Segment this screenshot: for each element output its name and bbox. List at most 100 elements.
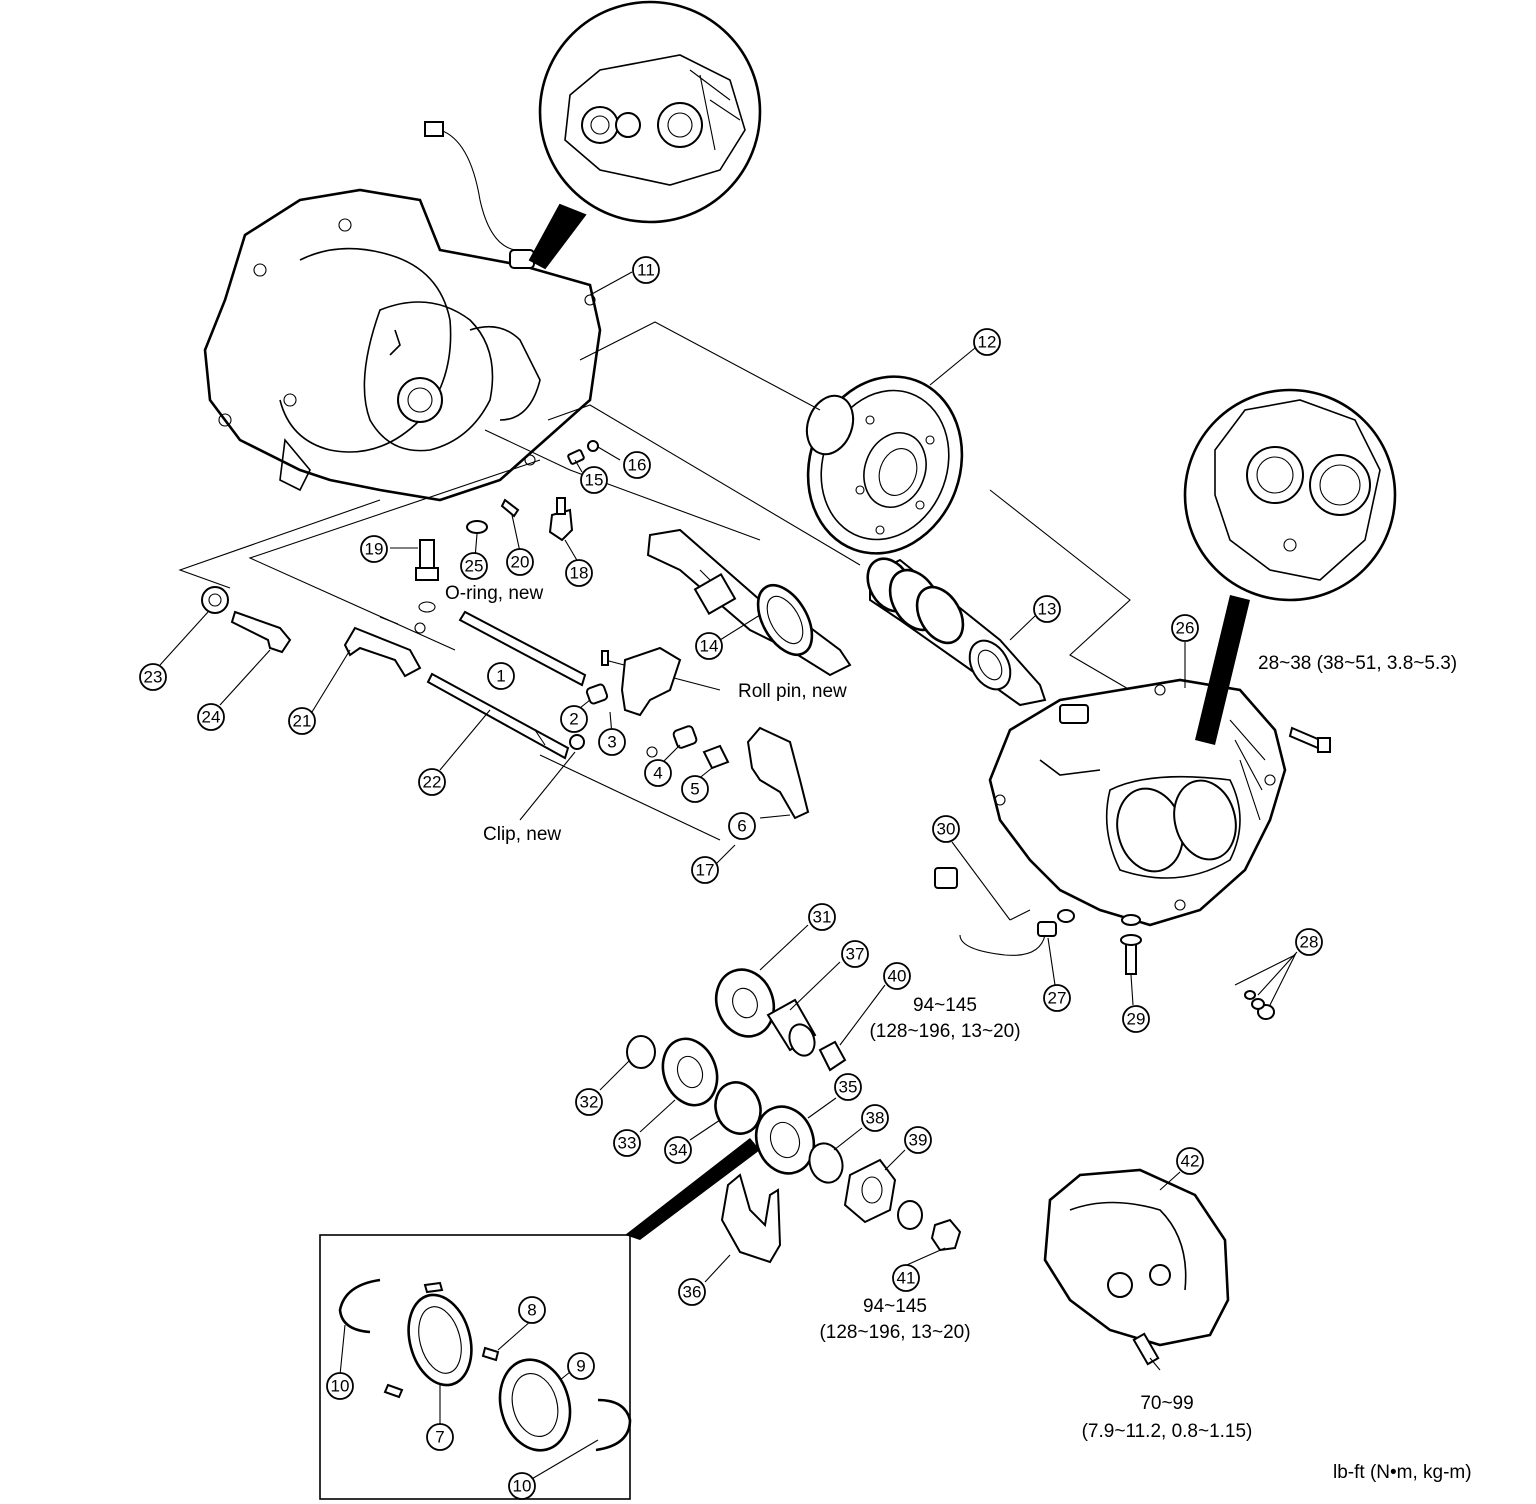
callout-number: 14 <box>700 637 719 656</box>
leader-lines <box>159 271 1298 1481</box>
callout-13: 13 <box>1033 595 1061 623</box>
callout-number: 8 <box>527 1301 536 1320</box>
callout-number: 23 <box>144 668 163 687</box>
fifth-gear-parts <box>625 968 962 1264</box>
callout-34: 34 <box>664 1136 692 1164</box>
callout-1: 1 <box>487 662 515 690</box>
oring-label: O-ring, new <box>445 583 543 604</box>
torque-label-41-line2: (128~196, 13~20) <box>819 1322 970 1343</box>
callout-number: 27 <box>1048 989 1067 1008</box>
callout-number: 12 <box>978 333 997 352</box>
callout-number: 40 <box>888 967 907 986</box>
callout-number: 28 <box>1300 933 1319 952</box>
callout-17: 17 <box>691 856 719 884</box>
callout-number: 20 <box>511 553 530 572</box>
callout-24: 24 <box>197 703 225 731</box>
torque-label-42-line1: 70~99 <box>1140 1393 1193 1414</box>
callout-number: 6 <box>737 817 746 836</box>
callout-10a: 10 <box>326 1372 354 1400</box>
transaxle-case <box>988 678 1287 927</box>
callout-40: 40 <box>883 962 911 990</box>
callout-number: 26 <box>1176 619 1195 638</box>
case-small-parts <box>934 726 1331 1020</box>
callout-16: 16 <box>623 451 651 479</box>
callout-31: 31 <box>808 903 836 931</box>
callout-27: 27 <box>1043 984 1071 1012</box>
callout-9: 9 <box>567 1352 595 1380</box>
callout-15: 15 <box>580 466 608 494</box>
torque-label-40-line2: (128~196, 13~20) <box>869 1021 1020 1042</box>
synchronizer-inset-box <box>319 1234 632 1500</box>
callout-number: 37 <box>846 945 865 964</box>
callout-19: 19 <box>360 535 388 563</box>
callout-number: 21 <box>293 712 312 731</box>
callout-number: 34 <box>669 1141 688 1160</box>
callout-number: 31 <box>813 908 832 927</box>
callout-18: 18 <box>565 559 593 587</box>
callout-10b: 10 <box>508 1472 536 1500</box>
callout-number: 41 <box>897 1269 916 1288</box>
torque-label-42-line2: (7.9~11.2, 0.8~1.15) <box>1082 1421 1253 1442</box>
callout-number: 9 <box>576 1357 585 1376</box>
callout-3: 3 <box>598 728 626 756</box>
case-detail-inset-right <box>1183 388 1397 745</box>
callout-33: 33 <box>613 1129 641 1157</box>
callout-number: 36 <box>683 1283 702 1302</box>
callout-4: 4 <box>644 759 672 787</box>
callout-8: 8 <box>518 1296 546 1324</box>
callout-number: 39 <box>909 1131 928 1150</box>
callout-number: 5 <box>690 780 699 799</box>
callout-35: 35 <box>834 1073 862 1101</box>
callout-12: 12 <box>973 328 1001 356</box>
callout-number: 13 <box>1038 600 1057 619</box>
callout-23: 23 <box>139 663 167 691</box>
callout-number: 19 <box>365 540 384 559</box>
callout-number: 18 <box>570 564 589 583</box>
callout-number: 10 <box>513 1477 532 1496</box>
torque-label-41-line1: 94~145 <box>863 1296 927 1317</box>
callout-number: 2 <box>569 710 578 729</box>
callout-37: 37 <box>841 940 869 968</box>
callout-28: 28 <box>1295 928 1323 956</box>
callout-41: 41 <box>892 1264 920 1292</box>
callout-number: 11 <box>637 261 655 280</box>
callout-25: 25 <box>460 552 488 580</box>
callout-number: 24 <box>202 708 221 727</box>
callout-number: 22 <box>423 773 442 792</box>
callout-number: 17 <box>696 861 715 880</box>
callout-number: 4 <box>653 764 662 783</box>
callout-14: 14 <box>695 632 723 660</box>
callout-number: 33 <box>618 1134 637 1153</box>
callout-39: 39 <box>904 1126 932 1154</box>
callout-number: 25 <box>465 557 484 576</box>
callout-number: 1 <box>496 667 505 686</box>
callout-7: 7 <box>426 1423 454 1451</box>
callout-38: 38 <box>861 1104 889 1132</box>
differential-ring-gear <box>805 375 964 555</box>
callout-21: 21 <box>288 707 316 735</box>
callout-30: 30 <box>932 815 960 843</box>
housing-detail-inset-top <box>528 0 762 270</box>
callout-6: 6 <box>728 812 756 840</box>
callout-number: 42 <box>1181 1152 1200 1171</box>
callout-5: 5 <box>681 775 709 803</box>
callout-29: 29 <box>1122 1005 1150 1033</box>
roll-pin-label: Roll pin, new <box>738 681 847 702</box>
callout-number: 16 <box>628 456 647 475</box>
torque-label-40-line1: 94~145 <box>913 995 977 1016</box>
callout-22: 22 <box>418 768 446 796</box>
callout-42: 42 <box>1176 1147 1204 1175</box>
callout-36: 36 <box>678 1278 706 1306</box>
torque-label-26: 28~38 (38~51, 3.8~5.3) <box>1258 653 1457 674</box>
callout-26: 26 <box>1171 614 1199 642</box>
callout-number: 32 <box>580 1093 599 1112</box>
end-cover <box>1043 1168 1230 1366</box>
clip-label: Clip, new <box>483 824 561 845</box>
units-label: lb-ft (N•m, kg-m) <box>1333 1462 1472 1483</box>
shift-parts <box>201 440 810 820</box>
main-shaft-gear-cluster <box>866 557 1047 707</box>
callout-number: 30 <box>937 820 956 839</box>
callout-2: 2 <box>560 705 588 733</box>
callout-number: 29 <box>1127 1010 1146 1029</box>
